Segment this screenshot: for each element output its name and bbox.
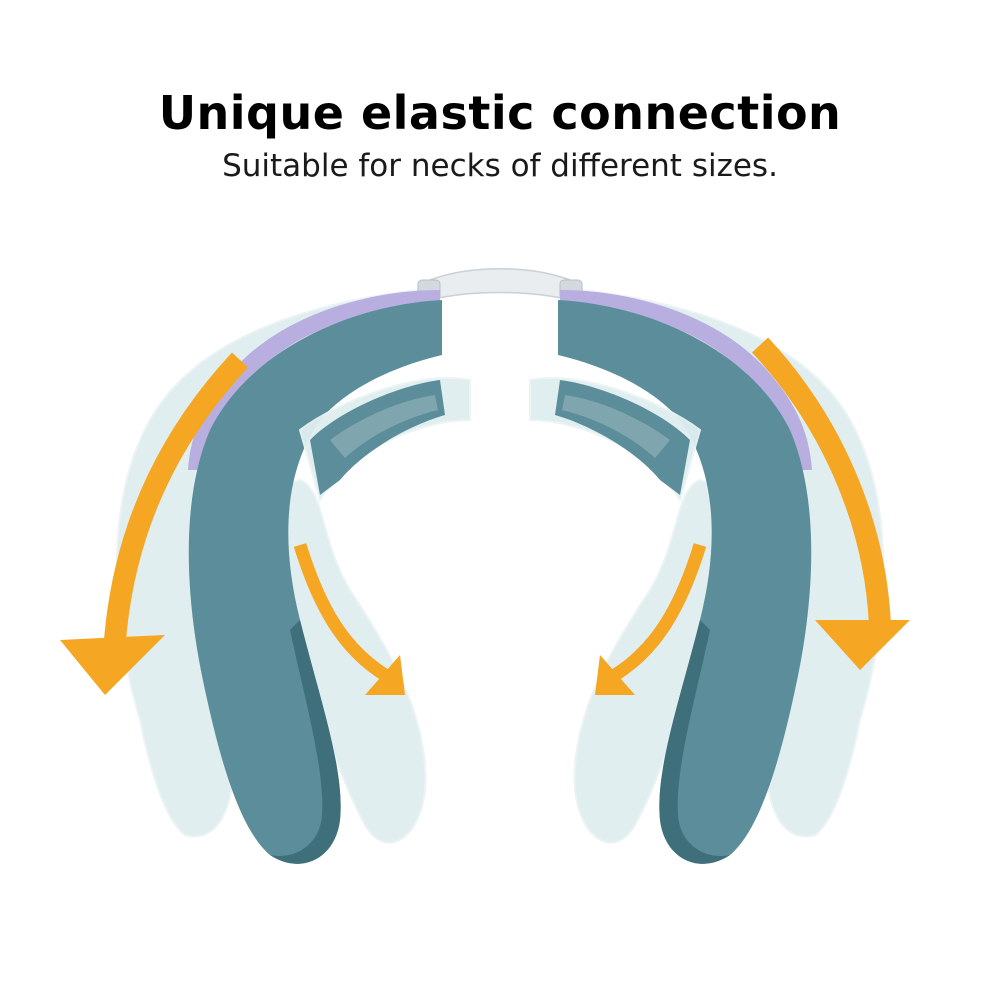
arrow-inner-right — [595, 543, 707, 695]
main-arm-right — [558, 300, 812, 864]
subline: Suitable for necks of different sizes. — [222, 148, 778, 184]
arrow-inner-left — [293, 543, 405, 695]
main-arm-left-shadow — [270, 620, 341, 864]
main-arm-right-shadow — [659, 620, 730, 864]
elastic-band — [429, 268, 571, 301]
lavender-trim-right — [560, 290, 812, 470]
electrode-pad-left — [298, 377, 471, 503]
electrode-pad-right — [529, 377, 702, 503]
arrow-outer-left — [60, 352, 249, 695]
main-arm-left — [188, 300, 442, 864]
headline: Unique elastic connection — [158, 86, 842, 140]
arrow-outer-right — [751, 337, 910, 670]
lavender-trim-left — [188, 290, 440, 470]
